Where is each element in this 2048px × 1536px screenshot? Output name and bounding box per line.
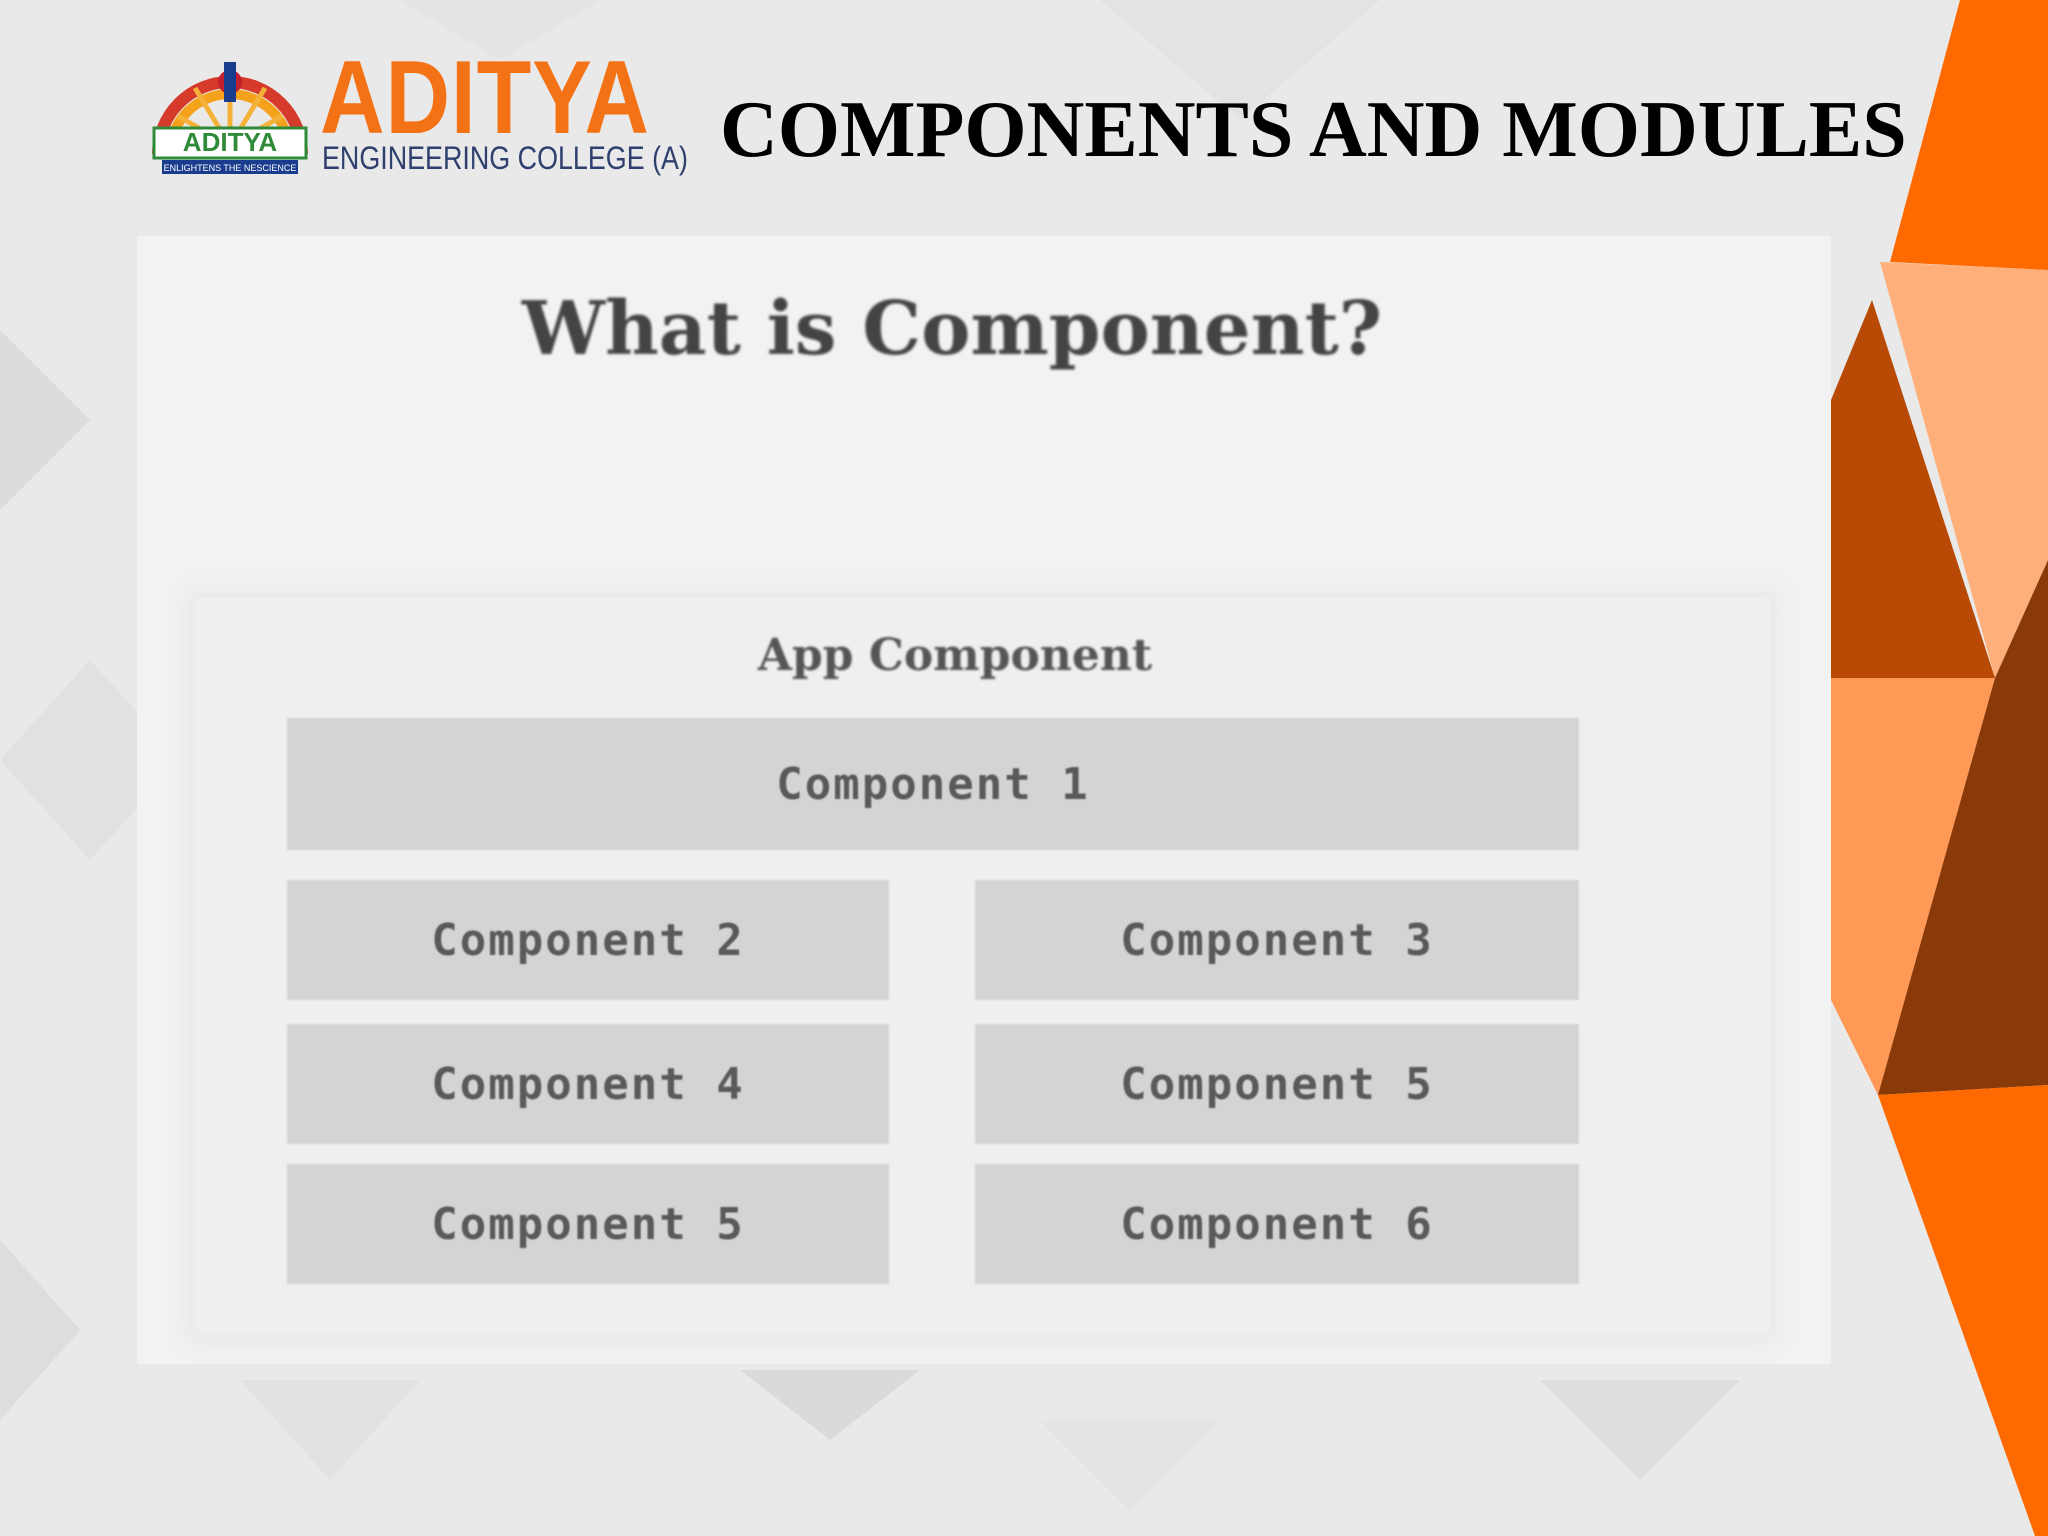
- logo-name: ADITYA: [320, 40, 650, 156]
- component-diagram: App Component Component 1 Component 2 Co…: [195, 598, 1770, 1333]
- component-box-left-3: Component 5: [287, 1164, 889, 1284]
- component-box-right-2: Component 5: [975, 1024, 1579, 1144]
- slide-heading: What is Component?: [521, 286, 1383, 372]
- component-box-1: Component 1: [287, 718, 1579, 850]
- college-logo: ADITYA ENLIGHTENS THE NESCIENCE ADITYA E…: [150, 36, 688, 186]
- logo-subtitle: ENGINEERING COLLEGE (A): [322, 140, 688, 176]
- component-box-left-1: Component 2: [287, 880, 889, 1000]
- emblem-text: ADITYA: [183, 127, 278, 157]
- college-emblem-icon: ADITYA ENLIGHTENS THE NESCIENCE: [152, 62, 308, 174]
- emblem-tagline: ENLIGHTENS THE NESCIENCE: [164, 163, 297, 173]
- component-box-left-2: Component 4: [287, 1024, 889, 1144]
- slide-image-panel: What is Component? App Component Compone…: [137, 236, 1831, 1364]
- app-component-label: App Component: [757, 630, 1153, 681]
- component-box-right-1: Component 3: [975, 880, 1579, 1000]
- page-title: COMPONENTS AND MODULES: [720, 86, 1907, 174]
- component-box-right-3: Component 6: [975, 1164, 1579, 1284]
